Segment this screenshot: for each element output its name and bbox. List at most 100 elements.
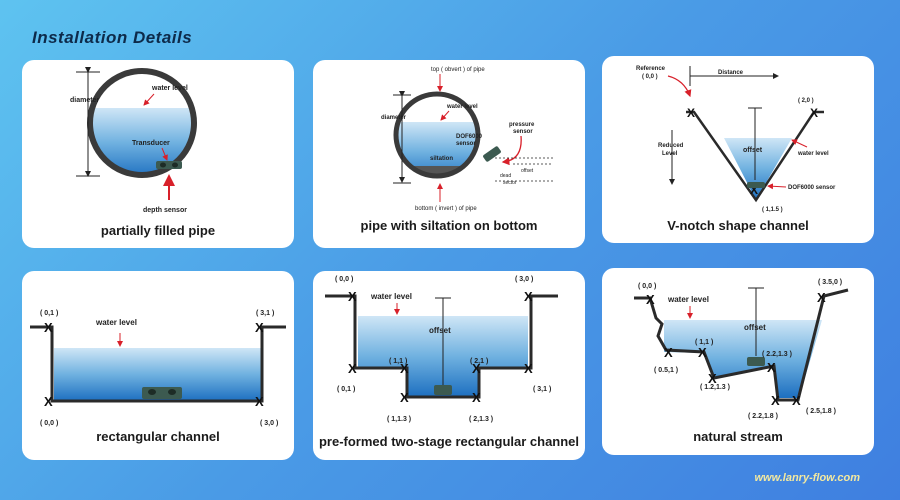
label-dof6000: DOF6000	[456, 134, 483, 140]
marker-x-2-0: X	[810, 106, 818, 120]
caption-v-notch: V-notch shape channel	[667, 218, 809, 233]
label-point-2.2-1.8: ( 2.2,1.8 )	[748, 413, 778, 420]
label-point-1-1.5: ( 1,1.5 )	[762, 207, 783, 213]
label-point-0-0: ( 0,0 )	[335, 276, 353, 283]
card-rectangular-channel: ( 0,1 ) ( 3,1 ) X X X X water level ( 0,…	[22, 271, 294, 460]
label-offset: offset	[744, 323, 766, 332]
label-diameter: diameter	[70, 97, 99, 104]
label-sector: sector	[503, 180, 517, 186]
marker-x-0-0: X	[646, 292, 655, 307]
marker-x-2.2-1.8: X	[771, 393, 780, 408]
marker-x-1.2-1.3: X	[708, 371, 717, 386]
label-point-1.2-1.3: ( 1.2,1.3 )	[700, 384, 730, 391]
label-point-1-1: ( 1,1 )	[389, 358, 407, 365]
card-pipe-siltation: top ( obvert ) of pipe diameter water le…	[313, 60, 585, 248]
caption-rectangular-channel: rectangular channel	[96, 429, 220, 444]
caption-two-stage-channel: pre-formed two-stage rectangular channel	[318, 434, 580, 449]
v-notch-diagram: Reference ( 0,0 ) Distance ( 2,0 ) X X X…	[636, 66, 836, 213]
marker-x-2-1: X	[472, 361, 481, 376]
marker-x-3-1: X	[524, 361, 533, 376]
marker-x-0.5-1: X	[664, 345, 673, 360]
siltation-layer	[396, 166, 478, 176]
label-point-0-0: ( 0,0 )	[638, 283, 656, 290]
svg-text:sensor: sensor	[513, 129, 533, 135]
label-water-level: water level	[446, 104, 478, 110]
marker-x-2-1.3: X	[472, 390, 481, 405]
label-point-1-1: ( 1,1 )	[695, 339, 713, 346]
label-water-level: water level	[95, 318, 137, 327]
label-point-1-1.3: ( 1,1.3 )	[387, 416, 411, 423]
rectangular-channel-wall	[30, 325, 286, 403]
pipe-wall	[393, 91, 481, 179]
label-reference: Reference	[636, 66, 666, 72]
water-fill	[664, 320, 822, 398]
marker-x-1-1.5: X	[750, 183, 758, 197]
label-point-0-1: ( 0,1 )	[40, 310, 58, 317]
partially-filled-pipe-diagram: diameter water level Transducer depth se…	[70, 67, 197, 214]
caption-pipe-siltation: pipe with siltation on bottom	[360, 218, 538, 233]
card-partially-filled-pipe: diameter water level Transducer depth se…	[22, 60, 294, 248]
card-v-notch: Reference ( 0,0 ) Distance ( 2,0 ) X X X…	[602, 56, 874, 243]
caption-partially-filled-pipe: partially filled pipe	[100, 223, 216, 238]
label-water-level: water level	[667, 295, 709, 304]
label-point-3-1: ( 3,1 )	[533, 386, 551, 393]
two-stage-channel-diagram: ( 0,0 ) ( 3,0 ) X X X X X X X X water le…	[325, 276, 558, 423]
dof6000-sensor	[747, 182, 765, 188]
page-title: Installation Details	[32, 28, 193, 47]
marker-x-0-0: X	[44, 394, 53, 409]
label-offset: offset	[743, 147, 763, 154]
label-point-3-1: ( 3,1 )	[256, 310, 274, 317]
card-natural-stream: ( 0,0 ) ( 3.5,0 ) X X X X X X X X water …	[602, 268, 874, 455]
water-fill	[724, 138, 792, 200]
marker-x-3-0: X	[255, 394, 264, 409]
sensor	[142, 387, 182, 399]
marker-x-ref: X	[687, 106, 695, 120]
label-pressure-sensor: pressure	[509, 122, 535, 128]
marker-x-3-0: X	[524, 289, 533, 304]
natural-stream-bank	[634, 288, 849, 402]
label-point-2.2-1.3: ( 2.2,1.3 )	[762, 351, 792, 358]
svg-text:( 0,0 ): ( 0,0 )	[642, 74, 658, 80]
marker-x-1-1.3: X	[400, 390, 409, 405]
marker-x-2.2-1.3: X	[767, 360, 776, 375]
sensor	[747, 357, 765, 366]
pipe-siltation-diagram: top ( obvert ) of pipe diameter water le…	[381, 67, 553, 212]
marker-x-1-1: X	[698, 345, 707, 360]
label-point-0.5-1: ( 0.5,1 )	[654, 367, 678, 374]
label-transducer: Transducer	[132, 140, 170, 147]
label-point-2.5-1.8: ( 2.5,1.8 )	[806, 408, 836, 415]
natural-stream-diagram: ( 0,0 ) ( 3.5,0 ) X X X X X X X X water …	[634, 279, 849, 420]
label-bottom-invert: bottom ( invert ) of pipe	[415, 206, 477, 212]
label-point-2-1: ( 2,1 )	[470, 358, 488, 365]
marker-x-2.5-1.8: X	[792, 393, 801, 408]
label-point-3-0: ( 3,0 )	[515, 276, 533, 283]
footer-website[interactable]: www.lanry-flow.com	[754, 472, 860, 484]
label-water-level: water level	[370, 292, 412, 301]
label-offset: offset	[429, 326, 451, 335]
marker-x-0-1: X	[348, 361, 357, 376]
label-siltation: siltation	[430, 156, 453, 162]
label-point-3-0: ( 3,0 )	[260, 420, 278, 427]
label-point-3.5-0: ( 3.5,0 )	[818, 279, 842, 286]
rectangular-channel-diagram: ( 0,1 ) ( 3,1 ) X X X X water level ( 0,…	[30, 310, 286, 427]
label-point-2-1.3: ( 2,1.3 )	[469, 416, 493, 423]
label-top-obvert: top ( obvert ) of pipe	[431, 67, 485, 73]
transducer-sensor	[156, 161, 182, 169]
svg-text:Level: Level	[662, 151, 678, 157]
label-water-level: water level	[151, 85, 188, 92]
label-diameter: diameter	[381, 115, 407, 121]
svg-text:sensor: sensor	[456, 141, 476, 147]
two-stage-channel-wall	[325, 294, 558, 399]
label-dead: dead	[500, 173, 511, 179]
v-channel-wall	[686, 110, 824, 203]
sensor	[434, 385, 452, 395]
caption-natural-stream: natural stream	[693, 429, 783, 444]
label-distance: Distance	[718, 70, 744, 76]
label-offset: offset	[521, 168, 534, 174]
label-point-0-1: ( 0,1 )	[337, 386, 355, 393]
pressure-sensor	[483, 146, 501, 162]
marker-x-1-1: X	[400, 361, 409, 376]
label-point-0-0: ( 0,0 )	[40, 420, 58, 427]
marker-x-0-1: X	[44, 320, 53, 335]
label-water-level: water level	[797, 151, 829, 157]
